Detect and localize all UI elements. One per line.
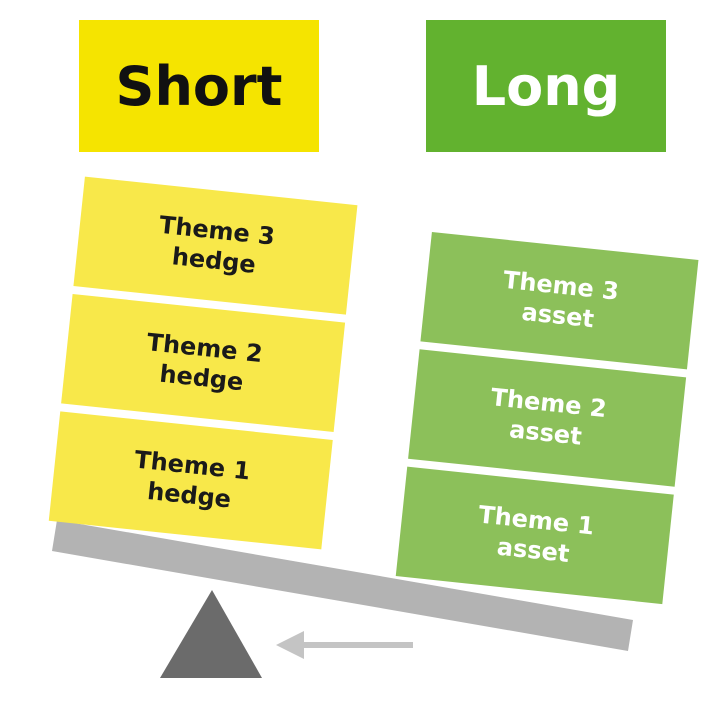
long-header: Long (426, 20, 666, 152)
fulcrum-triangle (160, 590, 262, 678)
left-arrow-icon (276, 631, 413, 659)
short-label: Short (115, 54, 283, 118)
short-header: Short (79, 20, 319, 152)
seesaw-beam (52, 520, 633, 651)
long-label: Long (471, 54, 621, 118)
